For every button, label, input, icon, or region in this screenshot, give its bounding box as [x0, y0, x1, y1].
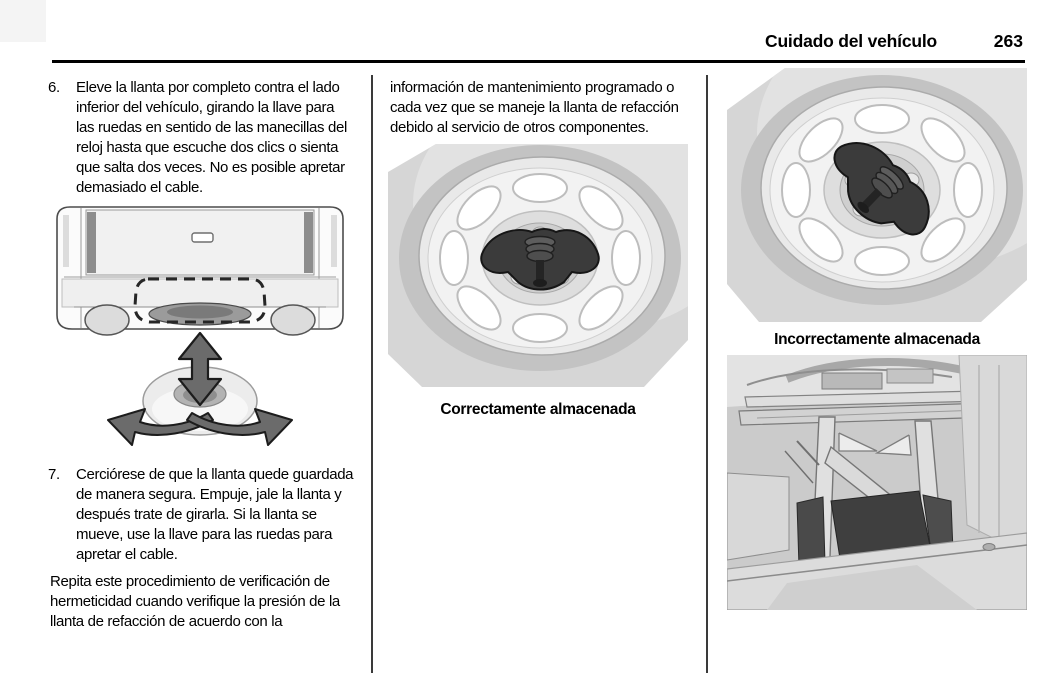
step-7-text: Cerciórese de que la llanta quede guarda… — [76, 466, 354, 563]
step-7-number: 7. — [48, 466, 60, 483]
caption-incorrect: Incorrectamente almacenada — [774, 331, 980, 348]
column-divider-left — [371, 75, 373, 673]
up-down-arrow-icon — [177, 331, 223, 407]
closing-paragraph: Repita este procedimiento de verificació… — [50, 573, 340, 630]
step-7: 7. Cerciórese de que la llanta quede gua… — [48, 465, 354, 565]
rotate-left-arrow-icon — [107, 408, 214, 446]
spare-tire-hoist-mechanism-illustration — [727, 355, 1027, 610]
middle-column: información de mantenimiento programado … — [388, 75, 708, 635]
column-divider-right — [706, 75, 708, 673]
step-6-number: 6. — [48, 79, 60, 96]
page-corner-artifact — [0, 0, 46, 42]
tire-retainer-incorrect — [833, 142, 930, 236]
right-column: Incorrectamente almacenada — [727, 68, 1027, 628]
step-6: 6. Eleve la llanta por completo contra e… — [48, 78, 354, 198]
spare-tire-lowering-illustration — [50, 203, 350, 447]
page-header-title: Cuidado del vehículo — [765, 31, 937, 51]
header-rule — [52, 60, 1025, 63]
tire-retainer-correct — [480, 228, 600, 291]
wheel-correctly-stored-illustration — [388, 144, 688, 387]
step-6-text: Eleve la llanta por completo contra el l… — [76, 79, 347, 196]
caption-correct: Correctamente almacenada — [440, 401, 636, 418]
rotate-right-arrow-icon — [186, 408, 293, 446]
wheel-incorrectly-stored-illustration — [727, 68, 1027, 322]
middle-paragraph: información de mantenimiento programado … — [390, 79, 679, 136]
page-number: 263 — [993, 31, 1023, 51]
left-column: 6. Eleve la llanta por completo contra e… — [48, 75, 354, 635]
